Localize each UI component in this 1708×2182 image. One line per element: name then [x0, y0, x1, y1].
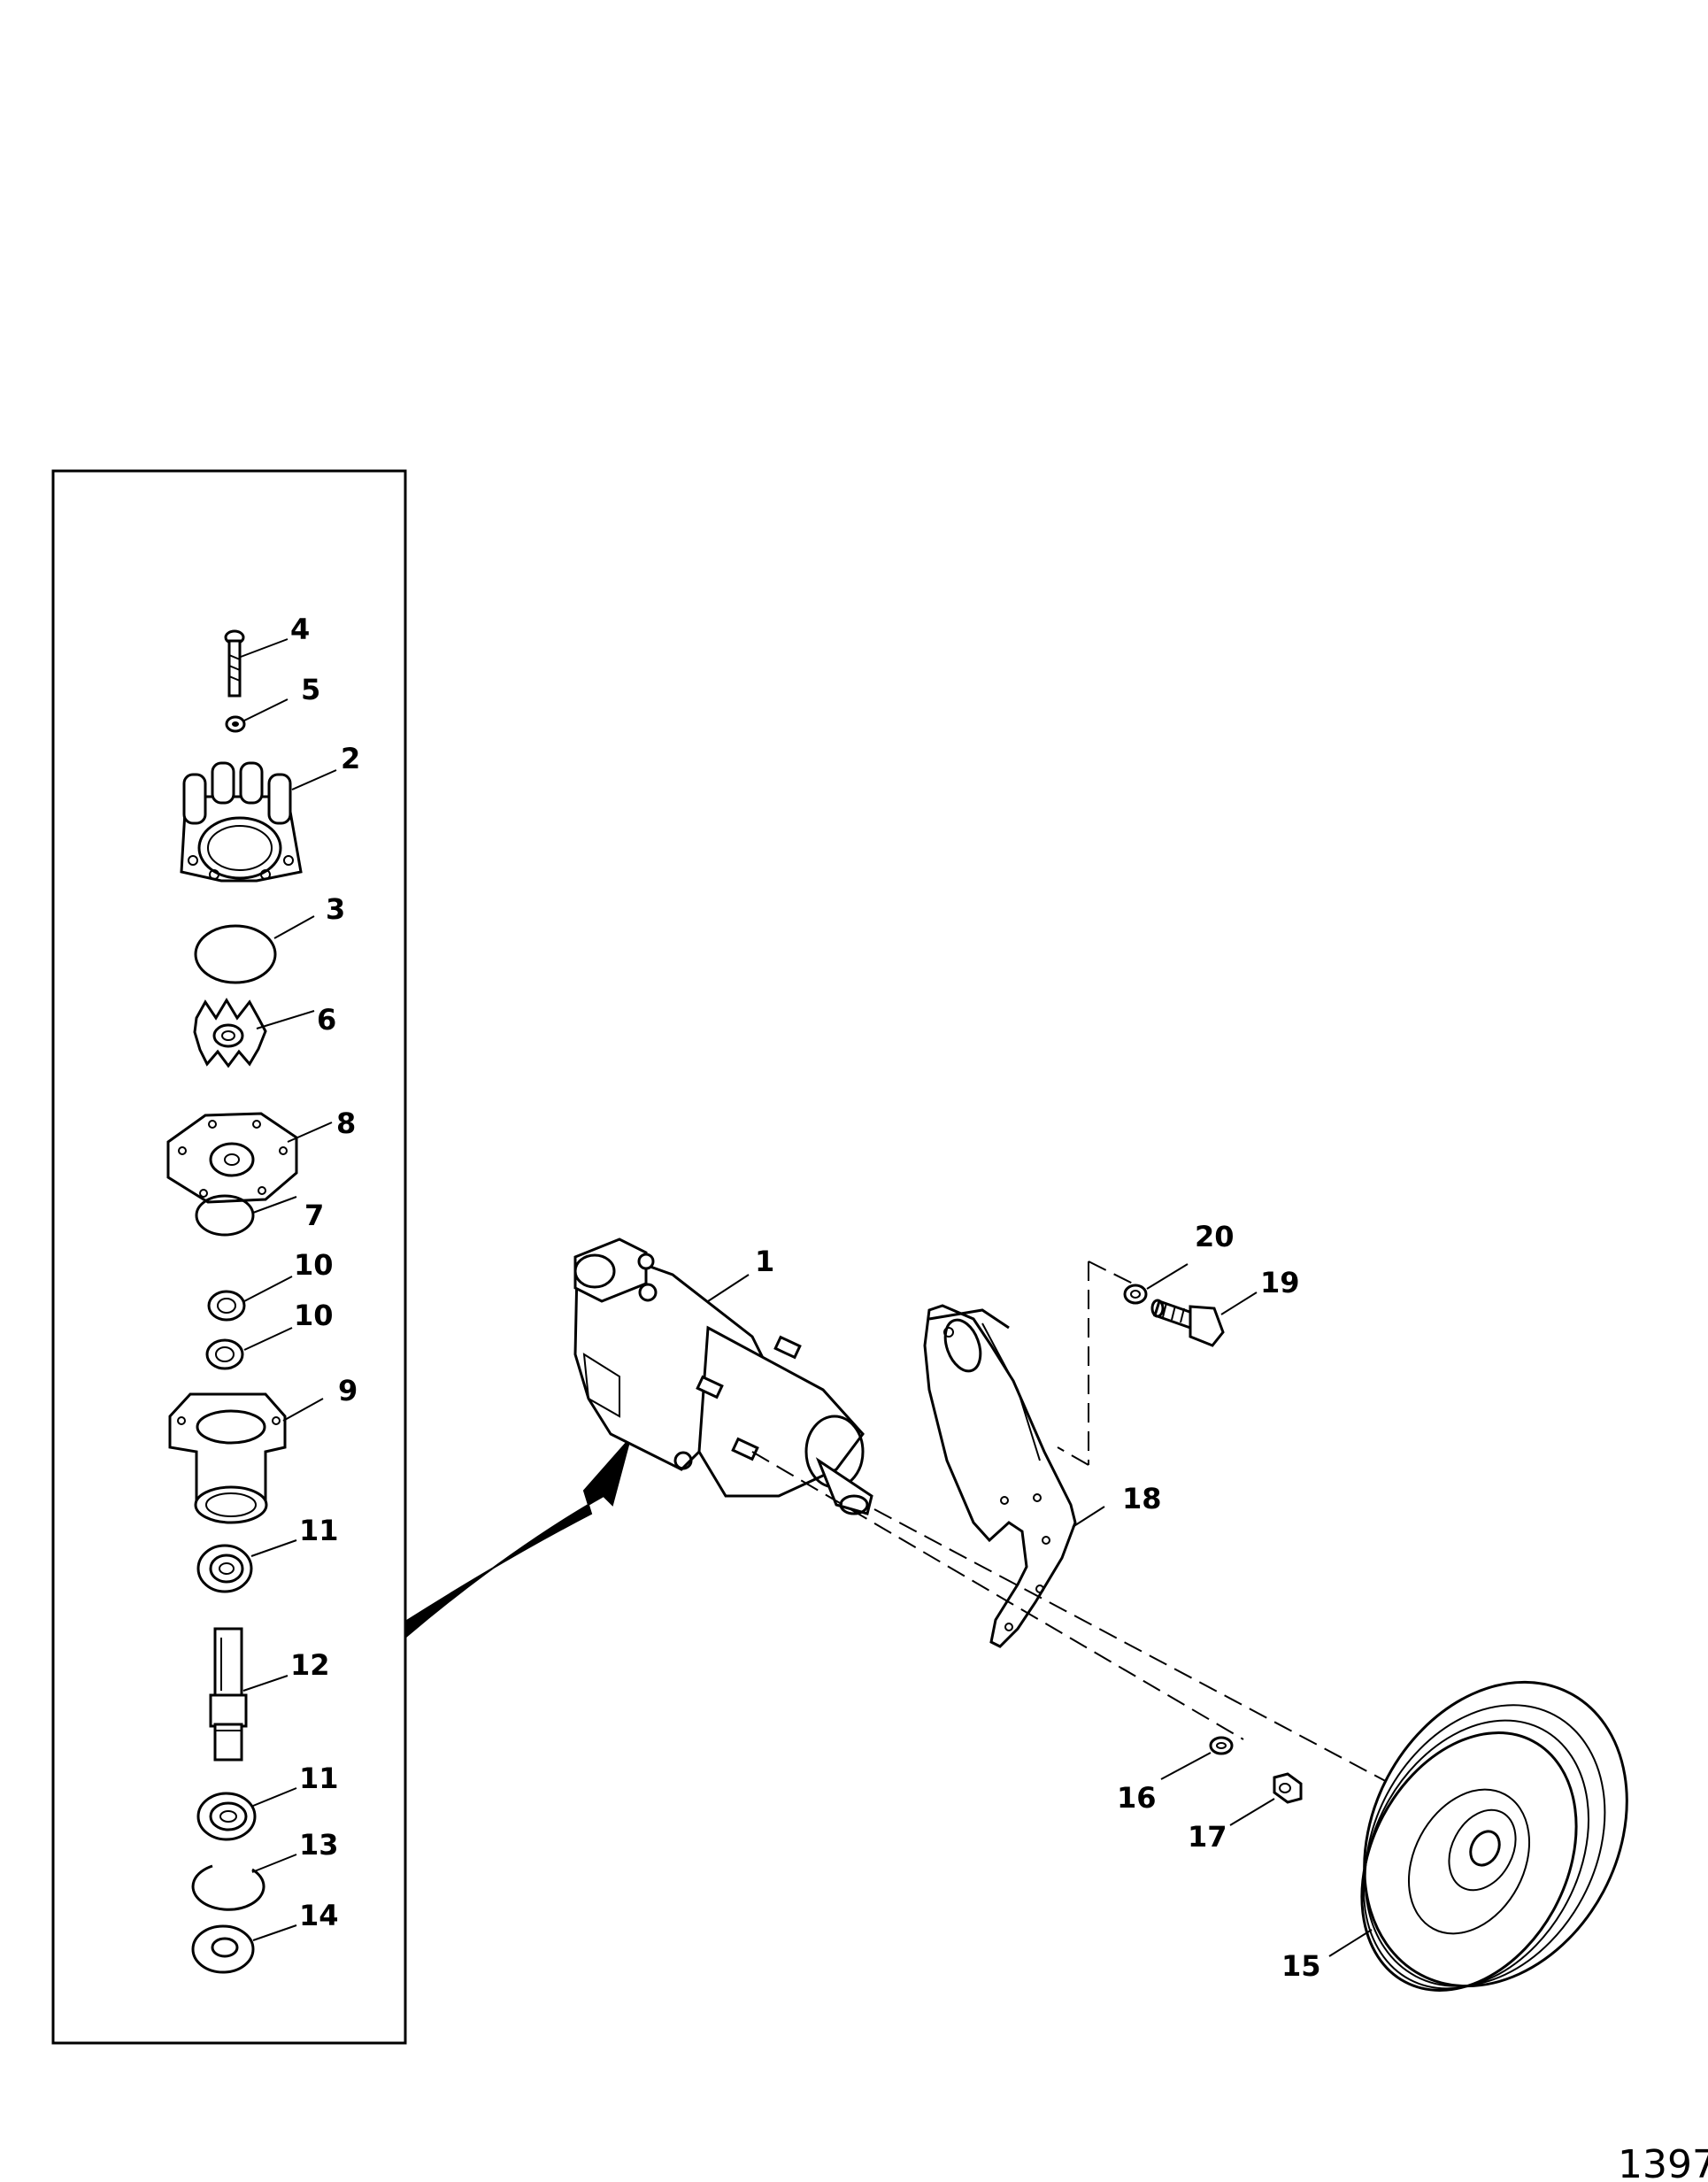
part-labels: 4 5 2 3 6 8 7 10 10 9 11 12 11 13 14 1 2… [290, 613, 1321, 1983]
o-ring-part-3 [194, 924, 277, 984]
pulley-part-15 [1360, 1680, 1628, 1992]
part-label-13: 13 [299, 1828, 339, 1862]
nut-part-17 [1273, 1772, 1303, 1804]
washer-part-20 [1123, 1284, 1148, 1305]
bolt-part-19 [1150, 1299, 1225, 1347]
snap-ring-part-13 [191, 1864, 265, 1911]
part-label-2: 2 [341, 742, 360, 775]
curved-arrow [404, 1438, 631, 1638]
part-label-6: 6 [317, 1003, 336, 1037]
wear-plate-part-8 [166, 1112, 298, 1204]
part-label-11-lower: 11 [299, 1762, 339, 1795]
seal-part-10-lower [205, 1338, 244, 1370]
part-label-15: 15 [1281, 1949, 1321, 1983]
assembly-centerlines [751, 1261, 1408, 1793]
mounting-bracket-part-18 [923, 1304, 1077, 1648]
part-label-3: 3 [326, 892, 345, 926]
part-label-16: 16 [1117, 1781, 1157, 1815]
inset-leader-lines [240, 638, 337, 1941]
exploded-view-frame [51, 469, 407, 2045]
part-label-7: 7 [304, 1199, 324, 1232]
seal-part-14 [191, 1924, 255, 1974]
part-label-17: 17 [1188, 1820, 1227, 1854]
part-label-11-upper: 11 [299, 1514, 339, 1547]
part-label-5: 5 [301, 673, 320, 706]
part-label-14: 14 [299, 1899, 339, 1932]
part-label-19: 19 [1260, 1266, 1300, 1299]
bearing-housing-part-9 [168, 1392, 287, 1524]
washer-part-16 [1209, 1736, 1234, 1755]
part-label-4: 4 [290, 613, 310, 646]
washer-part-5 [225, 715, 246, 733]
part-label-10-lower: 10 [294, 1299, 334, 1332]
main-leader-lines [707, 1263, 1373, 1957]
drawing-reference-number: 13975 [1618, 2142, 1708, 2182]
part-label-9: 9 [338, 1374, 358, 1407]
pump-cover-part-2 [180, 761, 303, 883]
bolt-part-4 [224, 629, 245, 698]
part-label-20: 20 [1195, 1220, 1235, 1253]
seal-part-10-upper [207, 1290, 246, 1322]
bearing-part-11-upper [196, 1544, 253, 1593]
part-label-18: 18 [1122, 1482, 1162, 1515]
part-label-8: 8 [336, 1106, 356, 1140]
part-label-10-upper: 10 [294, 1248, 334, 1282]
o-ring-part-7 [195, 1194, 255, 1237]
bearing-part-11-lower [196, 1792, 257, 1841]
water-pump-part-1 [573, 1237, 873, 1515]
pump-shaft-part-12 [209, 1627, 248, 1762]
part-label-12: 12 [290, 1648, 330, 1682]
impeller-part-6 [193, 998, 267, 1068]
part-label-1: 1 [755, 1245, 774, 1278]
